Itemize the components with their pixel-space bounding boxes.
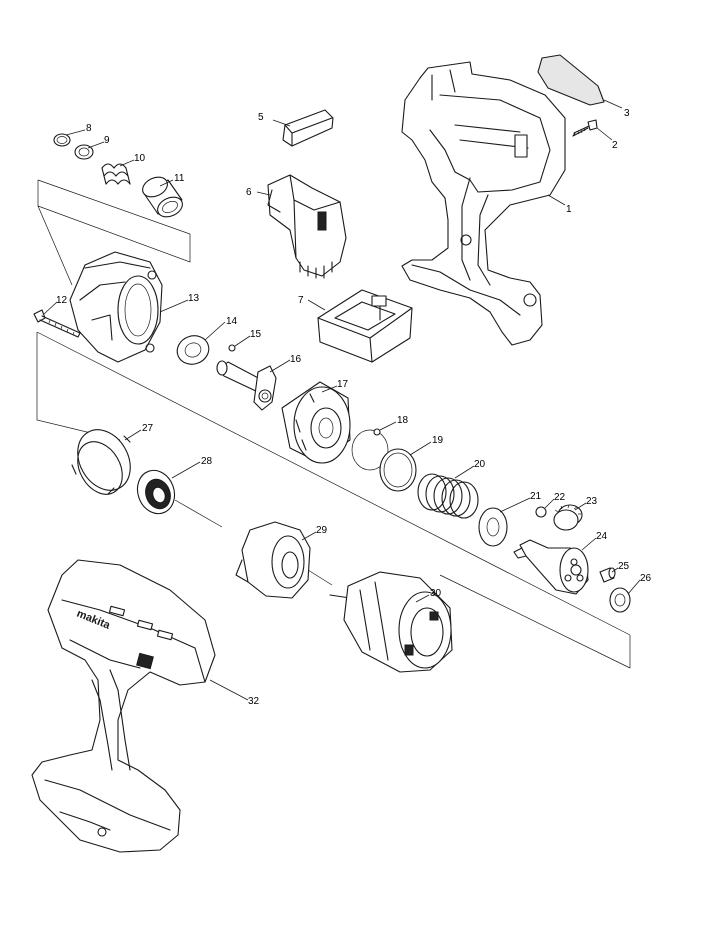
label-part-5: 5 <box>258 112 264 123</box>
part-26-washer <box>609 587 631 613</box>
part-3-label-plate <box>537 54 605 106</box>
part-18-o-ring <box>351 428 389 471</box>
part-5-switch-cover <box>282 109 334 147</box>
label-part-17: 17 <box>337 379 349 390</box>
part-2-screw <box>572 119 598 137</box>
label-part-3: 3 <box>624 108 630 119</box>
part-24-spindle <box>513 539 589 595</box>
label-part-23: 23 <box>586 496 598 507</box>
label-part-14: 14 <box>226 316 238 327</box>
label-part-24: 24 <box>596 531 608 542</box>
part-27-ring-gear <box>71 429 131 495</box>
label-part-25: 25 <box>618 561 630 572</box>
assembly-guide-lines <box>36 179 631 669</box>
label-part-9: 9 <box>104 135 110 146</box>
label-part-29: 29 <box>316 525 328 536</box>
label-part-12: 12 <box>56 295 68 306</box>
label-part-15: 15 <box>250 329 262 340</box>
part-19-washer <box>379 448 417 492</box>
label-part-28: 28 <box>201 456 213 467</box>
part-32-housing-left: makita <box>31 559 216 853</box>
label-part-21: 21 <box>530 491 542 502</box>
label-part-26: 26 <box>640 573 652 584</box>
part-17-hammer <box>281 381 351 464</box>
leader-lines <box>43 99 641 701</box>
label-part-1: 1 <box>566 204 572 215</box>
label-part-30: 30 <box>430 588 442 599</box>
part-1-housing-right <box>401 61 566 346</box>
part-7-controller <box>317 289 413 363</box>
label-part-19: 19 <box>432 435 444 446</box>
label-part-2: 2 <box>612 140 618 151</box>
part-6-switch <box>267 174 347 279</box>
part-30-motor <box>329 571 453 673</box>
label-part-32: 32 <box>248 696 260 707</box>
part-10-spring <box>101 163 131 185</box>
part-11-sleeve <box>142 176 183 218</box>
part-16-anvil <box>216 360 277 411</box>
label-part-18: 18 <box>397 415 409 426</box>
label-part-22: 22 <box>554 492 566 503</box>
label-part-7: 7 <box>298 295 304 306</box>
label-part-8: 8 <box>86 123 92 134</box>
part-22-ball <box>535 506 547 518</box>
label-part-13: 13 <box>188 293 200 304</box>
label-part-6: 6 <box>246 187 252 198</box>
part-29-motor-bracket <box>235 521 311 599</box>
label-part-16: 16 <box>290 354 302 365</box>
label-part-11: 11 <box>174 173 185 184</box>
part-25-pin <box>599 567 616 583</box>
part-9-washer <box>74 144 94 160</box>
label-part-27: 27 <box>142 423 154 434</box>
part-8-ring <box>53 133 71 147</box>
part-23-gear <box>553 504 583 531</box>
part-14-washer <box>176 335 210 365</box>
part-labels: 1 2 3 5 6 7 8 9 10 11 12 13 14 15 16 17 … <box>56 108 652 707</box>
part-13-hammer-case <box>69 251 163 363</box>
label-part-20: 20 <box>474 459 486 470</box>
part-28-bearing <box>136 469 176 515</box>
part-15-ball <box>228 344 236 352</box>
part-20-spring <box>417 473 479 519</box>
part-12-screw <box>33 309 81 338</box>
label-part-10: 10 <box>134 153 146 164</box>
part-21-washer <box>478 507 508 547</box>
